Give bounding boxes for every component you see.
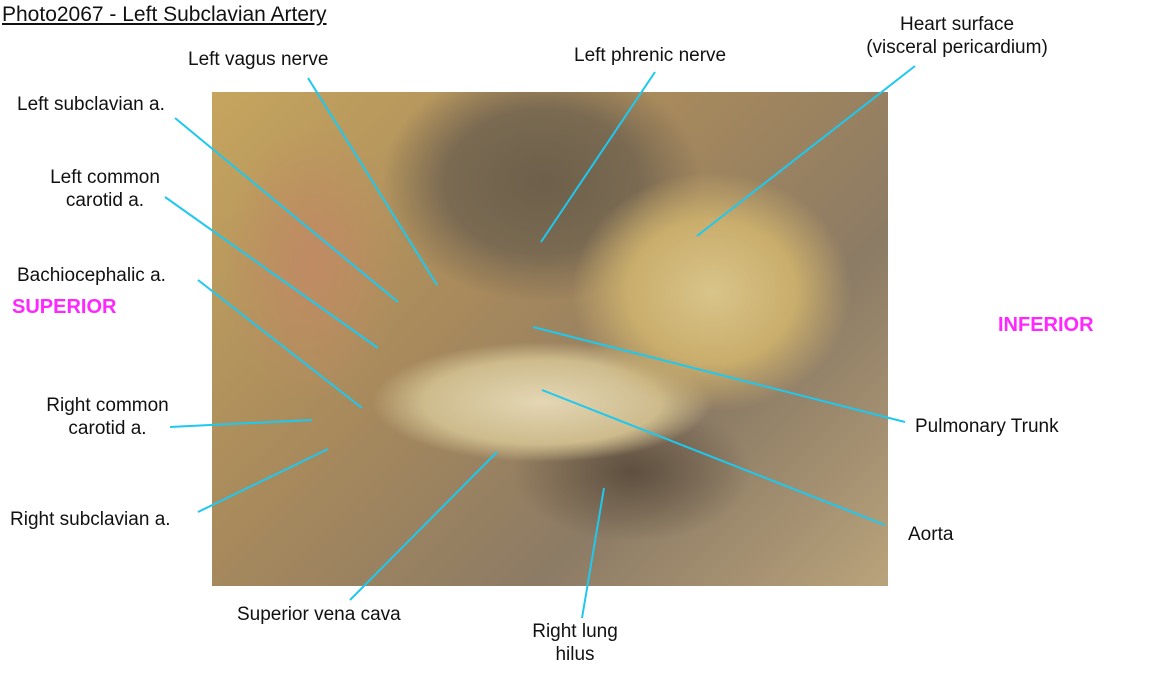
leader-right-common-carotid [169,419,313,428]
orientation-inferior: INFERIOR [998,314,1094,336]
label-brachiocephalic: Bachiocephalic a. [17,265,166,286]
leader-left-vagus [307,77,438,286]
label-aorta: Aorta [908,524,954,545]
label-lcc-line2: carotid a. [65,190,145,211]
leader-pulmonary-trunk [532,326,906,423]
label-left-subclavian: Left subclavian a. [17,94,165,115]
orientation-superior: SUPERIOR [12,296,117,318]
label-hilus-line1: Right lung [532,621,618,642]
label-rcc-line1: Right common [46,395,169,416]
leader-right-subclavian [197,448,329,513]
leader-heart-surface [696,65,916,237]
label-right-subclavian: Right subclavian a. [10,509,171,530]
leader-left-common-carotid [164,196,379,349]
label-left-vagus: Left vagus nerve [188,49,329,70]
label-left-phrenic: Left phrenic nerve [574,45,727,66]
label-heart-surface: Heart surface (visceral pericardium) [842,13,1072,59]
leader-svc [349,451,498,601]
leader-aorta [541,389,886,526]
leader-right-lung-hilus [581,487,605,619]
label-svc: Superior vena cava [237,604,401,625]
leader-left-phrenic [540,71,656,243]
page-title: Photo2067 - Left Subclavian Artery [2,3,327,26]
label-pulmonary-trunk: Pulmonary Trunk [915,416,1059,437]
label-heart-surface-line1: Heart surface [899,14,1015,35]
label-lcc-line1: Left common [50,167,160,188]
label-hilus-line2: hilus [555,644,595,665]
label-right-lung-hilus: Right lung hilus [515,620,635,666]
leader-brachiocephalic [197,279,363,409]
label-left-common-carotid: Left common carotid a. [30,166,180,212]
label-rcc-line2: carotid a. [68,418,147,439]
label-heart-surface-line2: (visceral pericardium) [866,37,1048,58]
label-right-common-carotid: Right common carotid a. [30,394,185,440]
leader-left-subclavian [174,117,399,303]
